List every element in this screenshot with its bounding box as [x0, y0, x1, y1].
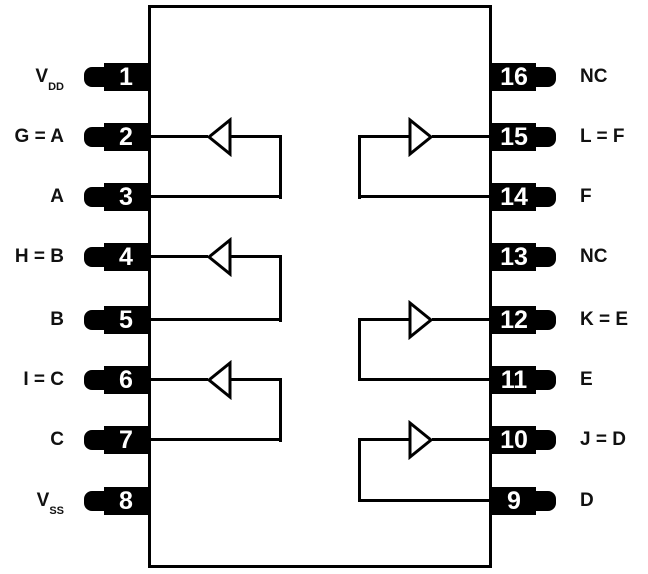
buffer-4-triangle-icon: [408, 117, 434, 157]
pin-15-box: 15: [492, 123, 536, 151]
pin-8-number: 8: [119, 487, 133, 515]
buffer-4-input-wire-vertical: [358, 135, 361, 199]
buffer-5-input-wire-vertical: [358, 318, 361, 381]
buffer-2-input-wire-vertical: [279, 255, 282, 322]
buffer-6-input-wire-vertical: [358, 438, 361, 502]
buffer-3-input-wire-vertical: [279, 378, 282, 442]
pin-11-label: E: [580, 369, 593, 390]
pin-14-number: 14: [500, 183, 528, 211]
pin-9-box: 9: [492, 487, 536, 515]
buffer-1-input-wire-top: [230, 135, 282, 138]
buffer-4-input-wire-top: [358, 135, 410, 138]
ic-package-body: [148, 5, 492, 568]
pin-14-box: 14: [492, 183, 536, 211]
pin-15-number: 15: [500, 123, 528, 151]
buffer-6-output-wire: [432, 438, 494, 441]
pin-13-label: NC: [580, 246, 608, 267]
pin-16-box: 16: [492, 63, 536, 91]
buffer-4-output-wire: [432, 135, 494, 138]
buffer-3-input-wire-bottom: [146, 438, 282, 441]
pin-1-number: 1: [119, 63, 133, 91]
pin-13-number: 13: [500, 243, 528, 271]
buffer-2-input-wire-bottom: [146, 318, 282, 321]
pin-10-label: J = D: [580, 429, 626, 450]
buffer-2-input-wire-top: [230, 255, 282, 258]
buffer-4-input-wire-bottom: [358, 195, 494, 198]
buffer-3-triangle-icon: [206, 360, 232, 400]
buffer-6-input-wire-bottom: [358, 499, 494, 502]
pin-4-label: H = B: [14, 246, 64, 267]
pin-3-box: 3: [104, 183, 148, 211]
buffer-1-output-wire: [146, 135, 208, 138]
pin-12-box: 12: [492, 306, 536, 334]
pin-13-box: 13: [492, 243, 536, 271]
pin-16-label: NC: [580, 66, 608, 87]
pin-7-label: C: [50, 429, 64, 450]
buffer-5-input-wire-bottom: [358, 378, 494, 381]
pin-2-box: 2: [104, 123, 148, 151]
pin-9-label: D: [580, 490, 594, 511]
buffer-6-triangle-icon: [408, 420, 434, 460]
buffer-2-triangle-icon: [206, 237, 232, 277]
buffer-6-input-wire-top: [358, 438, 410, 441]
pin-6-box: 6: [104, 366, 148, 394]
pin-9-number: 9: [507, 487, 521, 515]
pin-16-number: 16: [500, 63, 528, 91]
buffer-3-input-wire-top: [230, 378, 282, 381]
pin-10-box: 10: [492, 426, 536, 454]
pin-1-label: VDD: [35, 66, 64, 93]
buffer-1-input-wire-vertical: [279, 135, 282, 199]
buffer-5-input-wire-top: [358, 318, 410, 321]
pin-6-number: 6: [119, 366, 133, 394]
pin-11-number: 11: [500, 366, 528, 394]
buffer-2-output-wire: [146, 255, 208, 258]
buffer-5-triangle-icon: [408, 300, 434, 340]
pin-10-number: 10: [500, 426, 528, 454]
pin-12-number: 12: [500, 306, 528, 334]
pin-7-number: 7: [119, 426, 133, 454]
pin-11-box: 11: [492, 366, 536, 394]
buffer-1-input-wire-bottom: [146, 195, 282, 198]
pin-2-number: 2: [119, 123, 133, 151]
pin-12-label: K = E: [580, 309, 629, 330]
pin-6-label: I = C: [23, 369, 64, 390]
pin-8-box: 8: [104, 487, 148, 515]
pin-4-box: 4: [104, 243, 148, 271]
pin-3-number: 3: [119, 183, 133, 211]
buffer-3-output-wire: [146, 378, 208, 381]
pin-5-label: B: [50, 309, 64, 330]
pin-5-box: 5: [104, 306, 148, 334]
buffer-5-output-wire: [432, 318, 494, 321]
pin-15-label: L = F: [580, 126, 625, 147]
pin-3-label: A: [50, 186, 64, 207]
pin-1-box: 1: [104, 63, 148, 91]
pin-14-label: F: [580, 186, 592, 207]
pin-8-label: VSS: [36, 490, 64, 517]
pin-4-number: 4: [119, 243, 133, 271]
pin-2-label: G = A: [14, 126, 64, 147]
pin-5-number: 5: [119, 306, 133, 334]
buffer-1-triangle-icon: [206, 117, 232, 157]
pin-7-box: 7: [104, 426, 148, 454]
